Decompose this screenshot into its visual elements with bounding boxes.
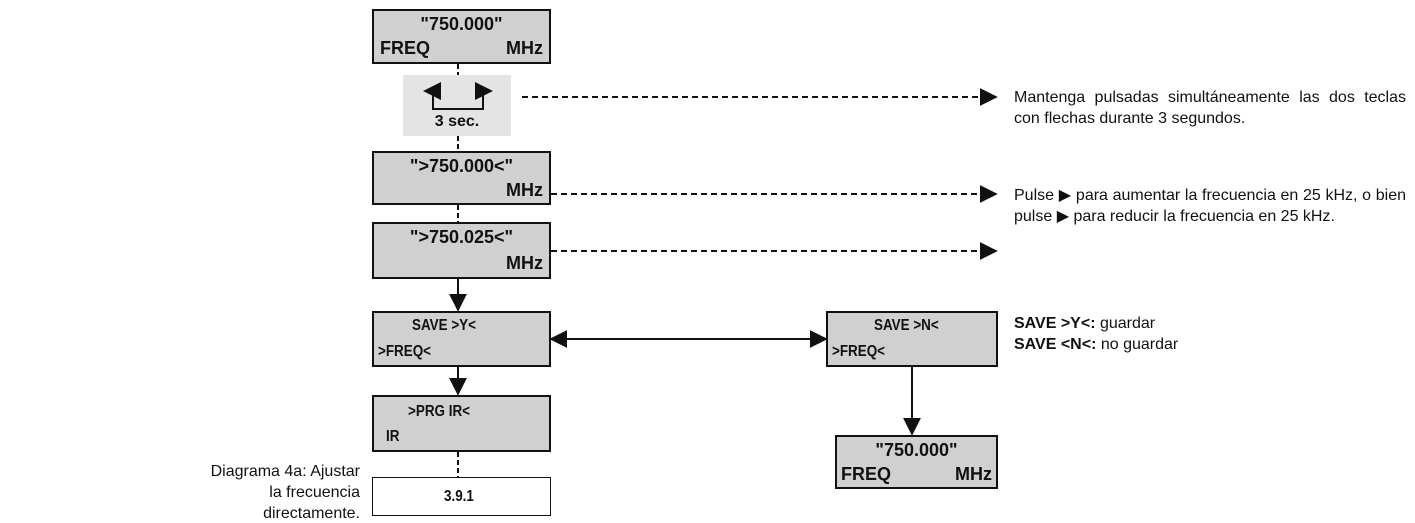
note-save-y: SAVE >Y<: guardar — [1014, 313, 1406, 334]
lcd-freq-end: "750.000" FREQ MHz — [835, 435, 998, 489]
diagram-caption: Diagrama 4a: Ajustar la frecuencia direc… — [210, 463, 360, 522]
note-save-y-key: SAVE >Y<: — [1014, 315, 1096, 332]
lcd-prg-ir: >PRG IR< IR — [372, 395, 551, 452]
note-save-n-text: no guardar — [1096, 336, 1179, 353]
lcd-edit-750025: ">750.025<" MHz — [372, 222, 551, 279]
lcd-freq-end-line2: FREQ MHz — [841, 464, 992, 485]
lcd-save-n-line2: >FREQ< — [832, 343, 886, 360]
note-adjust-frequency: Pulse ▶ para aumentar la frecuencia en 2… — [1014, 187, 1406, 225]
lcd-save-y-line2: >FREQ< — [378, 343, 432, 360]
note-save-n: SAVE <N<: no guardar — [1014, 334, 1406, 355]
lcd-edit-750000-line1: ">750.000<" — [409, 156, 514, 176]
reference-box: 3.9.1 — [372, 477, 551, 516]
lcd-save-y: SAVE >Y< >FREQ< — [372, 311, 551, 367]
lcd-freq-start-label: FREQ — [380, 38, 431, 58]
lcd-edit-750025-unit: MHz — [506, 253, 543, 273]
lcd-save-n-line1: SAVE >N< — [874, 317, 939, 334]
lcd-freq-end-line1: "750.000" — [875, 440, 958, 460]
lcd-save-n: SAVE >N< >FREQ< — [826, 311, 998, 367]
lcd-freq-start: "750.000" FREQ MHz — [372, 9, 551, 64]
lcd-prg-ir-line1: >PRG IR< — [408, 403, 471, 420]
lcd-edit-750000: ">750.000<" MHz — [372, 151, 551, 205]
lcd-save-y-line1: SAVE >Y< — [412, 317, 476, 334]
note-save-options: SAVE >Y<: guardar SAVE <N<: no guardar — [1014, 313, 1406, 355]
lcd-prg-ir-line2: IR — [386, 428, 400, 445]
lcd-freq-end-label: FREQ — [841, 464, 892, 484]
note-save-y-text: guardar — [1095, 315, 1156, 332]
note-hold-keys: Mantenga pulsadas simultáneamente las do… — [1014, 89, 1406, 127]
lcd-freq-start-line2: FREQ MHz — [380, 38, 543, 59]
lcd-freq-end-unit: MHz — [955, 464, 992, 484]
lcd-edit-750025-line1: ">750.025<" — [409, 227, 514, 247]
lcd-edit-750000-unit: MHz — [506, 180, 543, 200]
reference-number: 3.9.1 — [444, 488, 474, 505]
note-save-n-key: SAVE <N<: — [1014, 336, 1097, 353]
hold-duration-label: 3 sec. — [434, 113, 480, 130]
arrow-keys-icon — [423, 82, 493, 110]
lcd-freq-start-line1: "750.000" — [420, 14, 503, 34]
lcd-freq-start-unit: MHz — [506, 38, 543, 58]
arrow-keys-hold: 3 sec. — [403, 75, 511, 136]
